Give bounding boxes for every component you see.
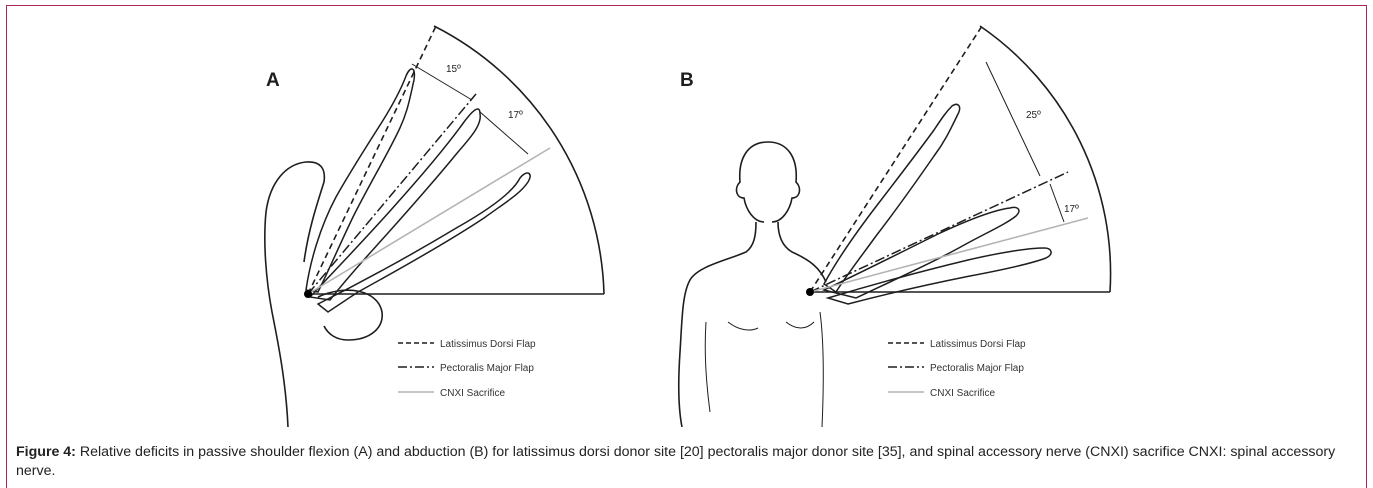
panel-letter-a: A — [266, 70, 280, 91]
legend-latissimus-a: Latissimus Dorsi Flap — [440, 339, 536, 350]
angle-label-17-b: 17º — [1064, 204, 1079, 215]
legend-pectoralis-b: Pectoralis Major Flap — [930, 363, 1024, 374]
legend-pectoralis-a: Pectoralis Major Flap — [440, 363, 534, 374]
angle-label-17-a: 17º — [508, 110, 523, 121]
panel-letter-b: B — [680, 70, 694, 91]
figure-illustration: A 15º 17º Latissimus Dorsi Flap Pectoral… — [258, 22, 1118, 427]
figure-caption: Figure 4: Relative deficits in passive s… — [16, 443, 1356, 481]
caption-text: Relative deficits in passive shoulder fl… — [16, 444, 1335, 479]
pivot-point-a — [304, 290, 312, 298]
legend-latissimus-b: Latissimus Dorsi Flap — [930, 339, 1026, 350]
legend-cnxi-a: CNXI Sacrifice — [440, 388, 505, 399]
caption-label: Figure 4: — [16, 444, 76, 460]
legend-cnxi-b: CNXI Sacrifice — [930, 388, 995, 399]
pivot-point-b — [806, 288, 814, 296]
angle-label-15-a: 15º — [446, 64, 461, 75]
angle-label-25-b: 25º — [1026, 110, 1041, 121]
